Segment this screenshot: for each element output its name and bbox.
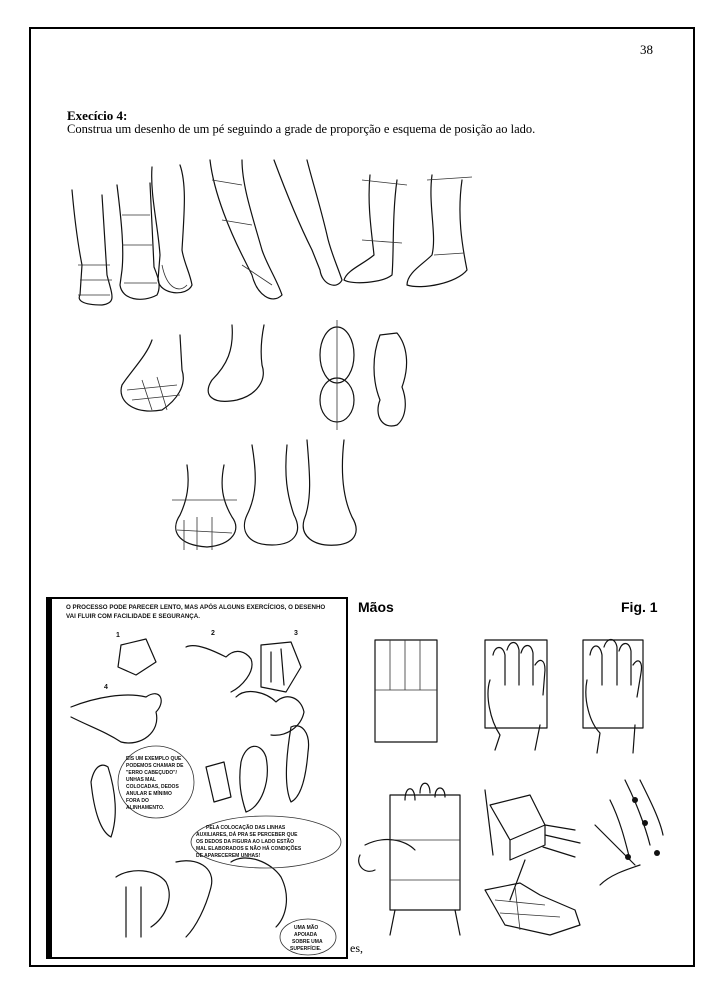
text-fragment: es, [350,941,363,955]
hands-section-title: Mãos [358,599,394,615]
comic-header-line-1: O PROCESSO PODE PARECER LENTO, MAS APÓS … [66,603,325,611]
page-number: 38 [640,42,653,57]
bubble-auxiliary-lines: PELA COLOCAÇÃO DAS LINHAS AUXILIARES, DÁ… [196,824,302,859]
svg-text:PELA COLOCAÇÃO DAS LINHAS: PELA COLOCAÇÃO DAS LINHAS [206,824,286,831]
exercise-instruction: Construa um desenho de um pé seguindo a … [67,122,536,136]
svg-text:COLOCADAS, DEDOS: COLOCADAS, DEDOS [126,784,179,790]
svg-text:ANULAR E MÍNIMO: ANULAR E MÍNIMO [126,789,172,797]
svg-text:MAL ELABORADOS E NÃO HÁ CONDIÇ: MAL ELABORADOS E NÃO HÁ CONDIÇÕES [196,845,302,852]
hand-open-grid [358,782,461,936]
svg-text:PODEMOS CHAMAR DE: PODEMOS CHAMAR DE [126,763,184,769]
hand-grid-1 [374,639,438,743]
hand-comic-illustration: O PROCESSO PODE PARECER LENTO, MAS APÓS … [46,597,348,959]
foot-drawings-illustration [71,159,473,550]
bubble-error: EIS UM EXEMPLO QUE PODEMOS CHAMAR DE "ER… [126,756,184,811]
svg-text:SOBRE UMA: SOBRE UMA [292,939,323,945]
hand-box-perspective [484,789,581,901]
svg-text:UNHAS MAL: UNHAS MAL [126,777,156,783]
step-number-4: 4 [104,684,108,691]
hand-joints [594,779,664,886]
page-border [29,27,695,967]
foot-row-1 [71,159,473,306]
step-number-1: 1 [116,632,120,639]
hands-proportion-illustration [358,638,664,936]
hand-grid-3 [582,638,644,754]
hand-resting [484,882,581,936]
svg-text:AUXILIARES, DÁ PRA SE PERCEBER: AUXILIARES, DÁ PRA SE PERCEBER QUE [196,831,298,838]
exercise-title: Execício 4: [67,108,128,123]
svg-text:DE APARECEREM UNHAS!: DE APARECEREM UNHAS! [196,853,261,859]
foot-row-3 [172,439,357,550]
svg-text:OS DEDOS DA FIGURA AO LADO EST: OS DEDOS DA FIGURA AO LADO ESTÃO [196,838,294,845]
svg-text:ALINHAMENTO.: ALINHAMENTO. [126,805,165,811]
svg-text:UMA MÃO: UMA MÃO [294,924,318,931]
step-number-3: 3 [294,630,298,637]
comic-header-line-2: VAI FLUIR COM FACILIDADE E SEGURANÇA. [66,613,200,620]
step-number-2: 2 [211,630,215,637]
svg-text:"ERRO CABEÇUDO"/: "ERRO CABEÇUDO"/ [126,770,177,776]
hand-grid-2 [484,639,548,751]
bubble-support: UMA MÃO APOIADA SOBRE UMA SUPERFÍCIE. [290,924,323,952]
figure-label: Fig. 1 [621,599,658,615]
foot-row-2 [120,320,408,430]
svg-text:SUPERFÍCIE.: SUPERFÍCIE. [290,944,322,952]
svg-text:APOIADA: APOIADA [294,932,317,938]
svg-text:FORA DO: FORA DO [126,798,149,804]
svg-text:EIS UM EXEMPLO QUE: EIS UM EXEMPLO QUE [126,756,182,762]
